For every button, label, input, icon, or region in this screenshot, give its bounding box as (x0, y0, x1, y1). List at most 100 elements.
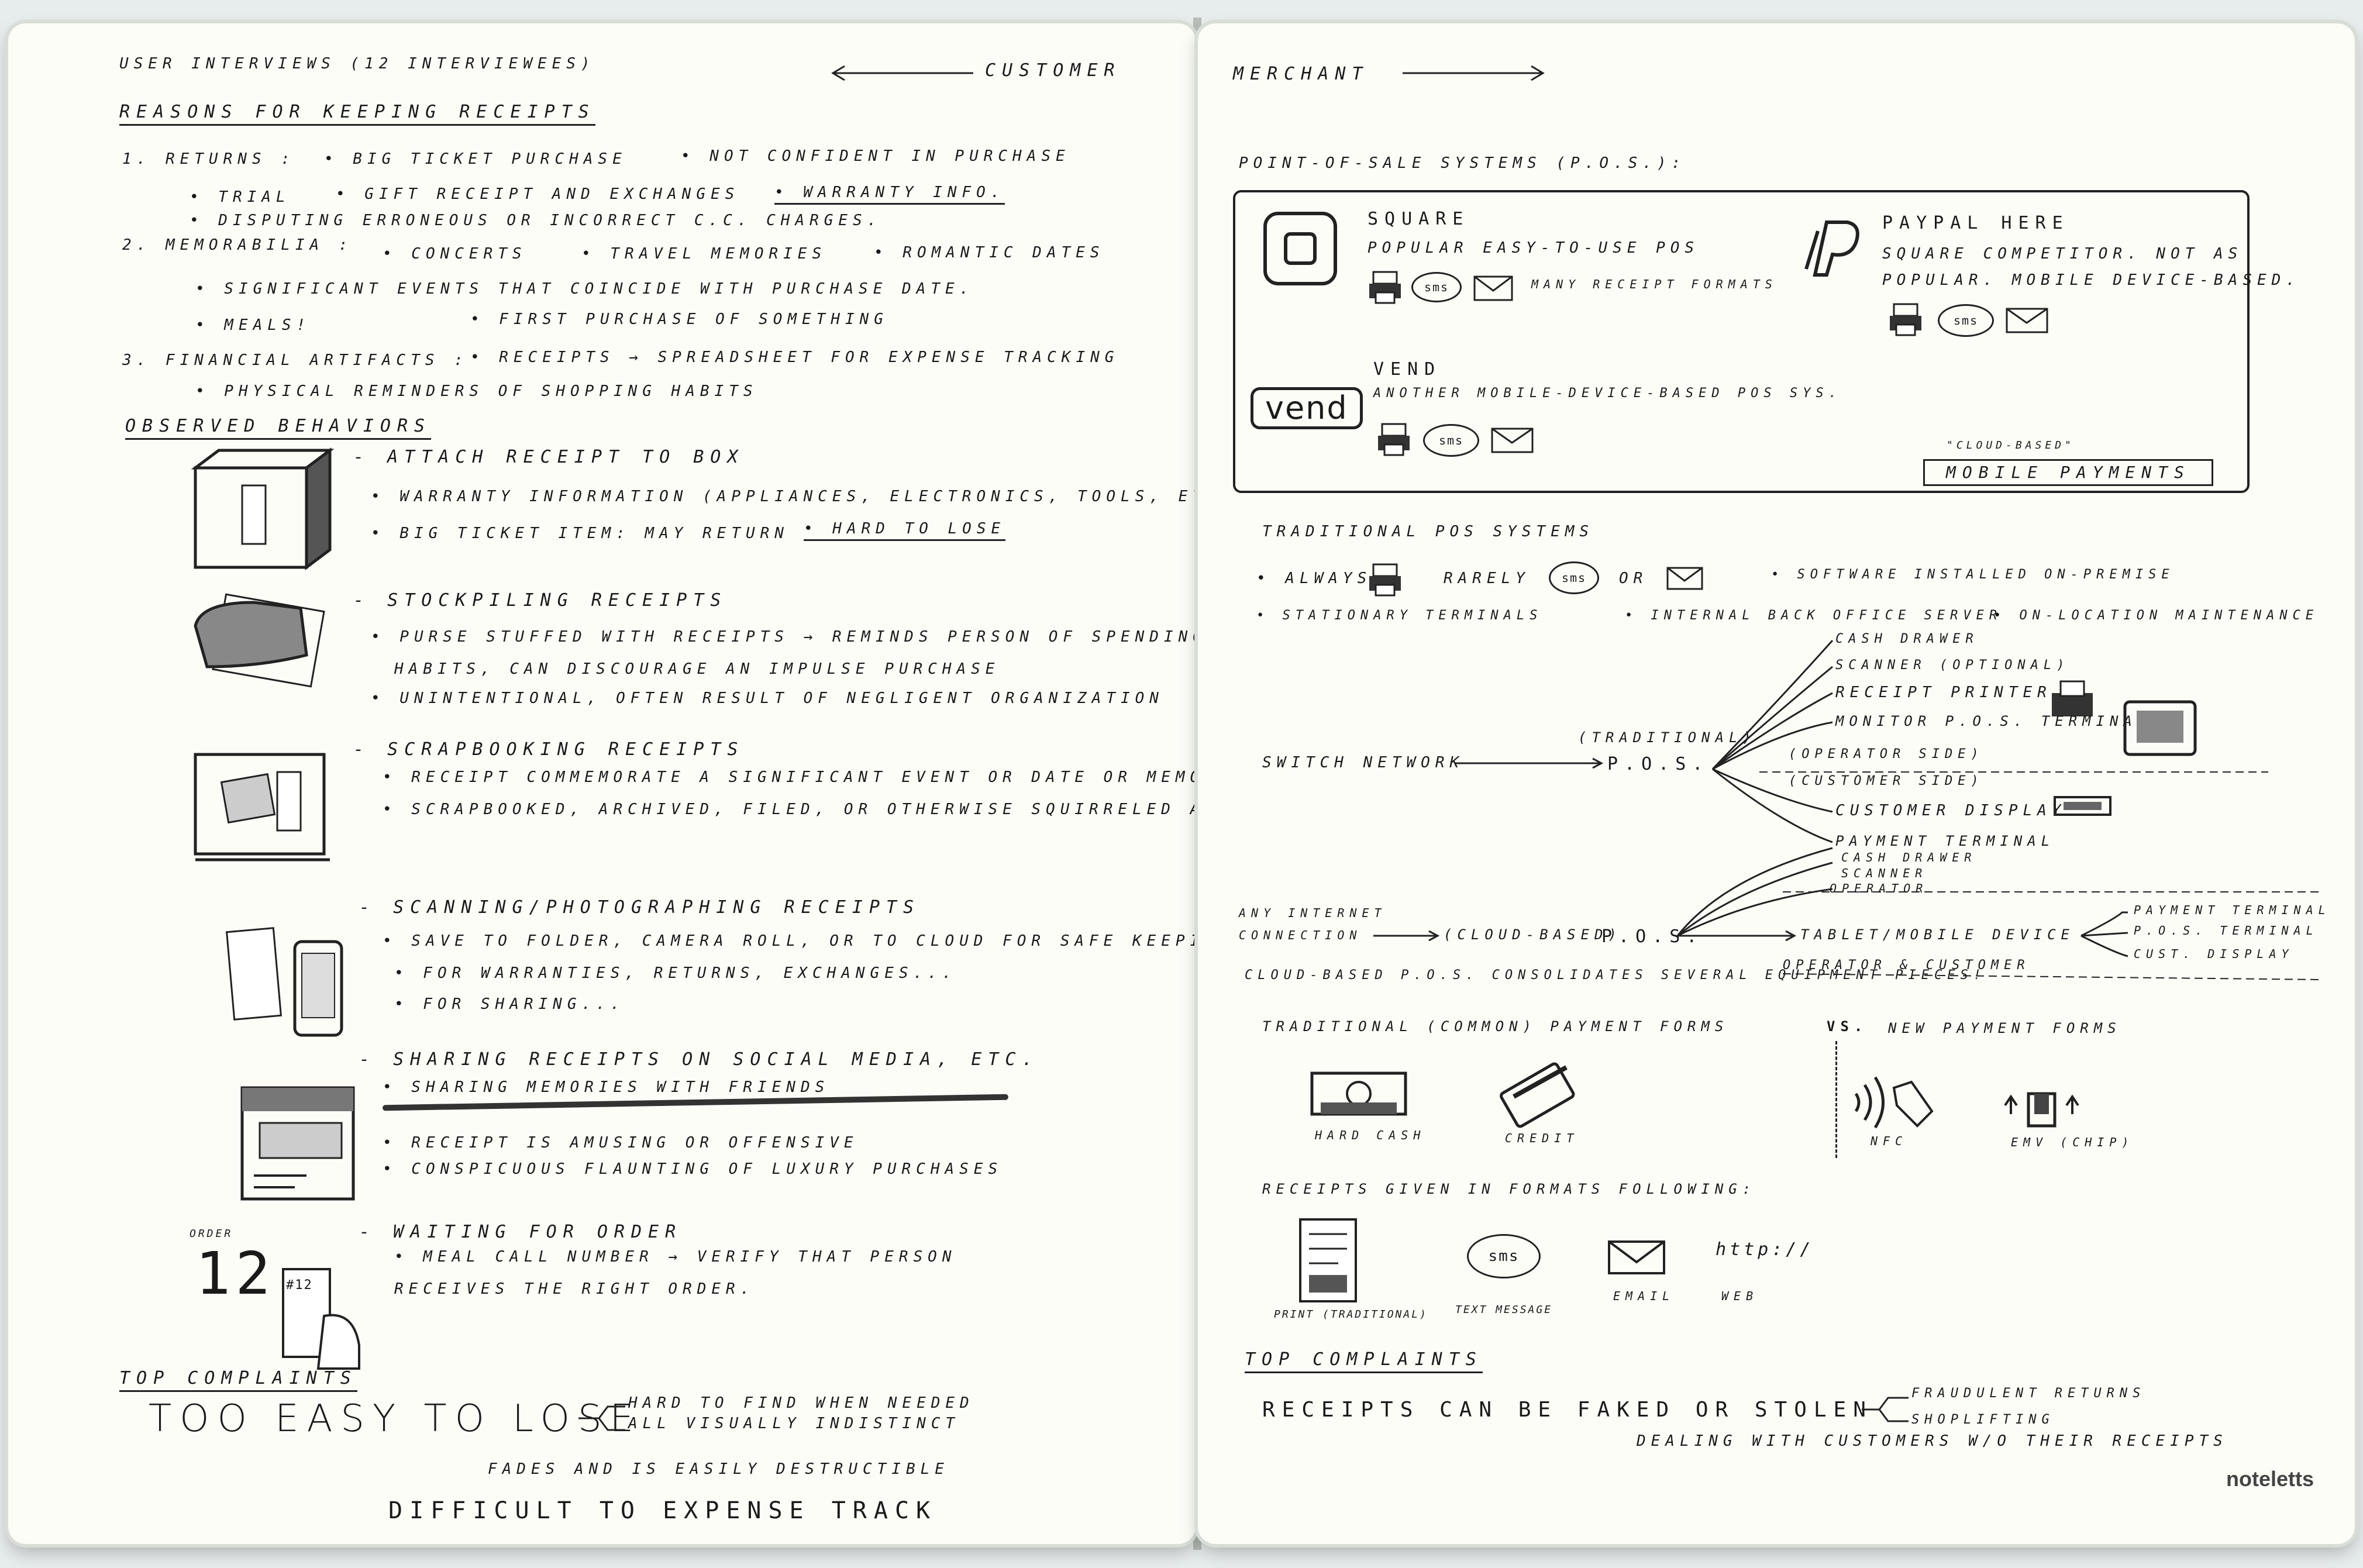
reason-1c: • trial (190, 188, 291, 206)
behavior-2c: • unintentional, often result of neglige… (371, 690, 1164, 707)
server-label: • internal back office server (1625, 608, 2003, 623)
behavior-5b: • receipt is amusing or offensive (383, 1134, 859, 1152)
customer-display-icon (2054, 796, 2111, 816)
connection-label: connection (1239, 928, 1362, 942)
maintenance-label: • on-location maintenance (1993, 608, 2319, 623)
behavior-4b: • for warranties, returns, exchanges... (394, 964, 957, 982)
box-icon (191, 447, 335, 570)
left-complaint-2: all visually indistinct (628, 1415, 960, 1432)
order-number: 12 (195, 1239, 275, 1308)
interview-title: User Interviews (12 interviewees) (119, 55, 595, 73)
vs-label: vs. (1827, 1018, 1868, 1035)
reason-2c: • romantic dates (874, 244, 1105, 261)
behavior-6b: receives the right order. (394, 1280, 755, 1298)
operator-label: operator (1830, 881, 1928, 895)
cash-drawer-label: Cash drawer (1835, 632, 1979, 646)
cloud-payment-terminal-label: payment terminal (2134, 903, 2331, 917)
scrapbook-icon (194, 753, 330, 861)
text-message-label: text message (1455, 1304, 1553, 1316)
monitor-label: monitor p.o.s. terminal (1835, 713, 2151, 729)
printer-icon (1378, 423, 1410, 456)
cloud-based-pos-label: (cloud-based) (1444, 926, 1622, 943)
social-media-icon (240, 1086, 355, 1201)
pos-terminal-icon (2123, 700, 2197, 756)
behavior-1-title: - Attach receipt to box (353, 447, 745, 467)
cloud-pos-terminal-label: p.o.s. terminal (2134, 923, 2319, 938)
reason-2f: • first purchase of something (470, 311, 888, 328)
operator-side-label: (operator side) (1789, 747, 1984, 761)
behavior-2a: • purse stuffed with receipts → reminds … (371, 628, 1196, 646)
customer-side-label: (customer side) (1789, 774, 1984, 788)
behavior-4a: • save to folder, camera roll, or to clo… (383, 932, 1196, 950)
paypal-logo-icon (1804, 220, 1859, 277)
scribble-line (382, 1094, 1009, 1111)
paper-receipt-icon (1299, 1218, 1357, 1302)
new-payment-label: new payment forms (1888, 1020, 2121, 1036)
behavior-2b: habits, can discourage an impulse purcha… (394, 660, 1000, 678)
software-label: • software installed on-premise (1771, 567, 2175, 582)
reason-3a: • receipts → spreadsheet for expense tra… (470, 349, 1120, 366)
any-internet-label: any internet (1239, 906, 1387, 920)
behavior-3a: • receipt commemorate a significant even… (383, 769, 1196, 786)
branch-arrow-icon (1862, 1397, 1909, 1422)
customer-label: Customer (985, 60, 1121, 81)
reasons-title: Reasons for keeping receipts (119, 102, 595, 126)
sms-icon: sms (1549, 561, 1599, 594)
paypal-desc-2: popular. mobile device-based. (1882, 271, 2300, 289)
right-page: Merchant Point-of-sale systems (P.O.S.):… (1198, 23, 2355, 1544)
rarely-label: rarely (1444, 570, 1530, 587)
square-desc: popular easy-to-use pos (1367, 239, 1700, 257)
reason-2a: • concerts (383, 245, 527, 263)
paypal-name: PayPal Here (1882, 213, 2069, 233)
email-icon (1666, 567, 1703, 590)
nfc-icon (1854, 1076, 1934, 1129)
email-label: email (1613, 1289, 1675, 1303)
behavior-5c: • conspicuous flaunting of luxury purcha… (383, 1160, 1003, 1178)
square-logo-icon (1263, 212, 1337, 285)
left-complaint-4: difficult to expense track (388, 1497, 938, 1524)
wallet-icon (194, 593, 325, 688)
vend-desc: another mobile-device-based pos sys. (1373, 386, 1842, 401)
phone-scan-icon (225, 927, 343, 1037)
behavior-1c: • hard to lose (804, 520, 1006, 541)
behavior-2-title: - Stockpiling receipts (353, 590, 728, 611)
web-label: web (1721, 1289, 1759, 1303)
ticket-number: #12 (286, 1278, 313, 1293)
left-complaint-1: hard to find when needed (628, 1394, 974, 1412)
http-icon: http:// (1716, 1239, 1814, 1260)
square-formats: many receipt formats (1531, 277, 1778, 291)
reason-3: 3. Financial Artifacts : (122, 351, 469, 369)
text-message-icon: sms (1467, 1234, 1541, 1278)
reason-1f: • Disputing erroneous or incorrect C.C. … (190, 212, 882, 229)
traditional-pos-diagram (1373, 639, 2321, 980)
cloud-pos: P.O.S. (1601, 926, 1704, 947)
mobile-payments-box (1233, 190, 2250, 493)
cash-drawer-2-label: cash drawer (1841, 850, 1977, 864)
receipt-printer-label: receipt printer (1835, 684, 2052, 701)
mobile-payments-title: Mobile Payments (1923, 459, 2213, 487)
ticket-hand-icon (282, 1268, 360, 1370)
email-format-icon (1608, 1240, 1665, 1274)
switch-network-label: switch network (1262, 754, 1465, 771)
nfc-label: NFC (1871, 1134, 1908, 1148)
behavior-3-title: - scrapbooking receipts (353, 739, 745, 760)
email-icon (1491, 428, 1534, 453)
always-label: • always (1256, 570, 1372, 587)
scanner-optional-label: scanner (optional) (1835, 658, 2070, 673)
vend-name: Vend (1373, 359, 1442, 380)
reason-2: 2. memorabilia : (122, 236, 353, 254)
sms-icon: sms (1423, 424, 1479, 457)
behavior-6-title: - Waiting for order (359, 1222, 683, 1242)
vend-logo: vend (1251, 387, 1363, 430)
right-arrow-icon (1403, 65, 1545, 81)
traditional-pos-label: (traditional) (1578, 729, 1756, 746)
right-complaint-2: shoplifting (1911, 1412, 2055, 1427)
payment-terminal-label: payment terminal (1835, 833, 2055, 849)
reason-1d: • gift receipt and exchanges (336, 185, 740, 203)
right-complaints-title: Top Complaints (1245, 1349, 1483, 1373)
reason-1: 1. Returns : (122, 150, 295, 168)
tablet-label: tablet/mobile device (1800, 926, 2075, 943)
left-arrow-icon (831, 65, 973, 81)
printer-icon (1890, 303, 1921, 336)
printer-icon (1369, 271, 1401, 304)
